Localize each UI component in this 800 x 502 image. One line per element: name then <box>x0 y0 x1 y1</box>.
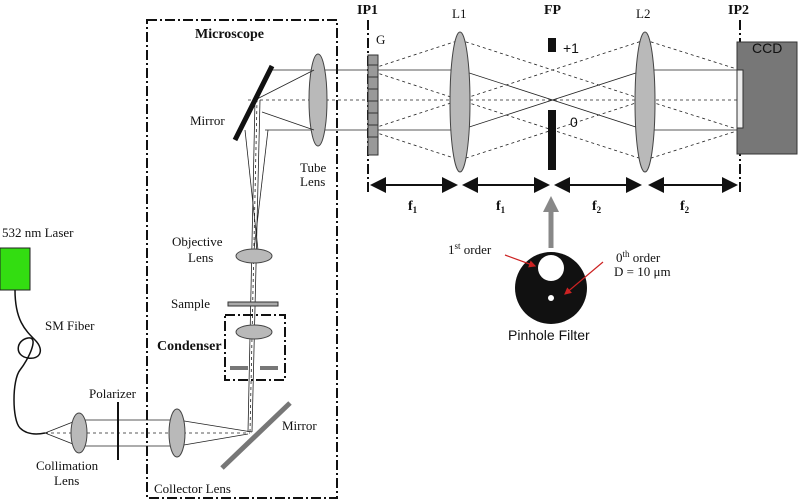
mirror-bottom <box>220 401 292 470</box>
laser-label: 532 nm Laser <box>2 225 74 240</box>
fp-block-top <box>548 38 556 52</box>
tube-lens-label-1: Tube <box>300 160 326 175</box>
sm-fiber <box>13 289 46 435</box>
ccd-sensor <box>736 69 744 129</box>
laser-source <box>0 247 31 291</box>
lens-l1 <box>449 31 471 173</box>
zero-order-label: 0 <box>570 114 578 130</box>
plus-one-label: +1 <box>563 40 579 56</box>
collector-lens-label: Collector Lens <box>154 481 231 496</box>
tube-lens-label-2: Lens <box>300 174 325 189</box>
first-order-pinhole <box>538 255 564 281</box>
zeroth-order-arrow <box>564 261 604 295</box>
first-order-arrow <box>504 254 537 268</box>
f1-label-b: f1 <box>496 199 506 215</box>
collimation-label-1: Collimation <box>36 458 99 473</box>
objective-lens <box>235 248 273 264</box>
collimation-lens <box>70 412 88 454</box>
tube-lens <box>308 53 328 147</box>
condenser-aperture-left <box>230 366 248 370</box>
microscope-box <box>146 19 338 499</box>
microscope-beam-path <box>244 69 315 433</box>
polarizer-label: Polarizer <box>89 386 137 401</box>
condenser-box <box>224 314 286 381</box>
fp-pointer-arrowhead <box>543 196 559 212</box>
sample-label: Sample <box>171 296 210 311</box>
condenser-label: Condenser <box>157 339 222 354</box>
grating <box>367 54 379 156</box>
fp-label: FP <box>544 3 562 18</box>
condenser-lens <box>235 324 273 340</box>
objective-label-2: Lens <box>188 250 213 265</box>
ccd-label: CCD <box>752 40 782 56</box>
l1-label: L1 <box>452 6 466 21</box>
collector-lens <box>168 408 186 458</box>
sm-fiber-label: SM Fiber <box>45 318 95 333</box>
zeroth-order-pinhole <box>548 295 554 301</box>
objective-label-1: Objective <box>172 234 223 249</box>
f2-label-b: f2 <box>680 199 690 215</box>
collimation-label-2: Lens <box>54 473 79 488</box>
pinhole-filter-label: Pinhole Filter <box>508 327 590 343</box>
4f-beam-rays <box>248 39 741 161</box>
mirror-top-label: Mirror <box>190 113 225 128</box>
pinhole-diameter-label: D = 10 μm <box>614 264 671 279</box>
ip1-label: IP1 <box>357 3 378 18</box>
ip2-label: IP2 <box>728 3 749 18</box>
grating-label: G <box>376 32 385 47</box>
lens-l2 <box>634 31 656 173</box>
zeroth-order-label: 0th order <box>616 249 661 265</box>
pinhole-filter-disc <box>515 252 587 324</box>
microscope-label: Microscope <box>195 27 264 42</box>
f2-label-a: f2 <box>592 199 602 215</box>
l2-label: L2 <box>636 6 650 21</box>
ccd-camera <box>736 41 798 155</box>
f1-label-a: f1 <box>408 199 418 215</box>
mirror-top <box>232 64 275 142</box>
fp-block-bottom <box>548 110 556 170</box>
mirror-bottom-label: Mirror <box>282 418 317 433</box>
first-order-label: 1st order <box>448 241 492 257</box>
sample-slide <box>227 301 279 307</box>
condenser-aperture-right <box>260 366 278 370</box>
